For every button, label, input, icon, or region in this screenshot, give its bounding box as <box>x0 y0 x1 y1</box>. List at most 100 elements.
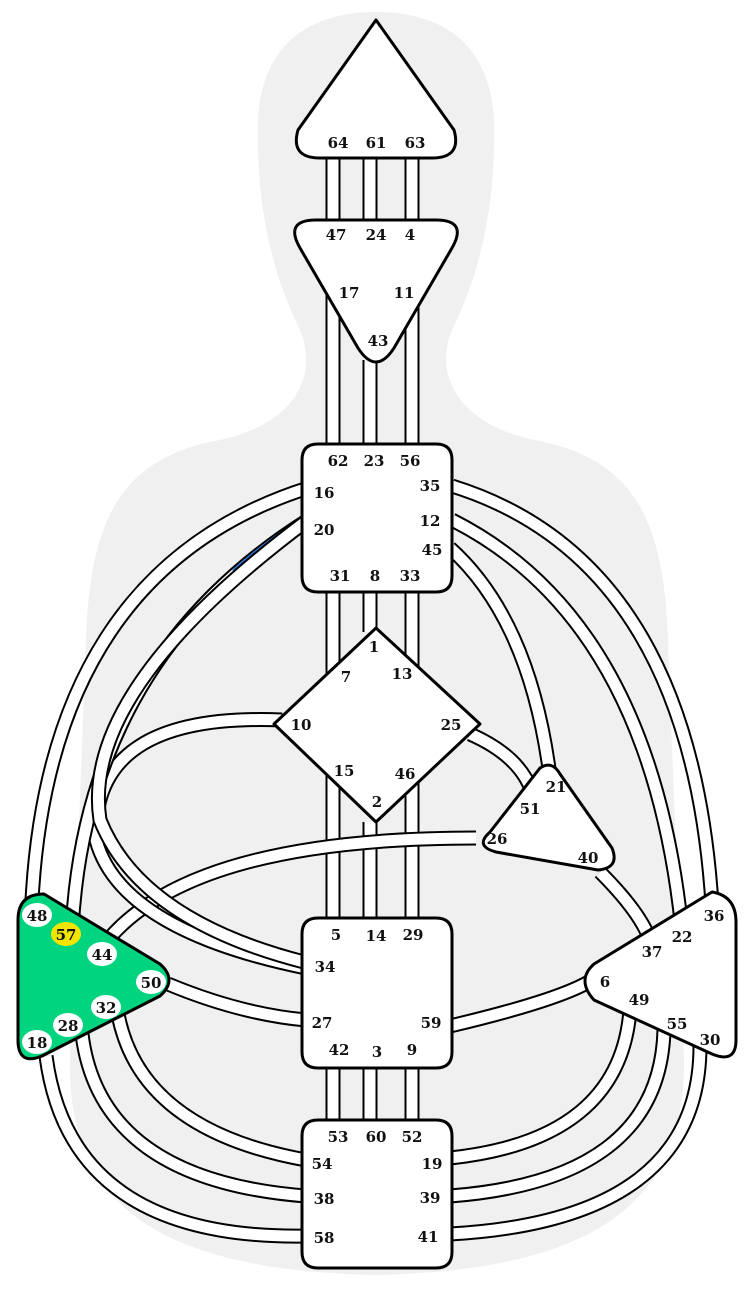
gate-7: 7 <box>341 668 351 686</box>
gate-49: 49 <box>629 991 650 1009</box>
channel-32-54 <box>110 1012 308 1168</box>
gate-24-label: 24 <box>366 226 387 244</box>
gate-2-label: 2 <box>372 793 382 811</box>
gate-3-label: 3 <box>372 1043 382 1061</box>
gate-12: 12 <box>420 512 441 530</box>
gate-3: 3 <box>372 1043 382 1061</box>
gate-26-label: 26 <box>487 830 508 848</box>
gate-62-label: 62 <box>328 452 349 470</box>
gate-8: 8 <box>370 567 380 585</box>
gate-6: 6 <box>600 973 610 991</box>
sacral-center <box>300 916 454 1070</box>
gate-15-label: 15 <box>334 762 355 780</box>
gate-28-label: 28 <box>58 1017 79 1035</box>
gate-29: 29 <box>403 926 424 944</box>
g-center <box>272 626 482 824</box>
gate-11: 11 <box>394 284 415 302</box>
gate-5-label: 5 <box>331 926 341 944</box>
gate-15: 15 <box>334 762 355 780</box>
gate-30: 30 <box>700 1031 721 1049</box>
gate-18-label: 18 <box>27 1034 48 1052</box>
gate-43: 43 <box>368 332 389 350</box>
gate-54-label: 54 <box>312 1155 333 1173</box>
gate-21-label: 21 <box>546 778 567 796</box>
gate-42-label: 42 <box>329 1041 350 1059</box>
gate-29-label: 29 <box>403 926 424 944</box>
gate-38-label: 38 <box>314 1190 335 1208</box>
gate-64-label: 64 <box>328 134 349 152</box>
gate-57: 57 <box>51 922 81 946</box>
solar-plexus-center <box>583 890 738 1059</box>
channel-28-38 <box>74 1033 307 1204</box>
gate-17-label: 17 <box>339 284 360 302</box>
gate-56-label: 56 <box>400 452 421 470</box>
gate-50-badge <box>136 970 166 994</box>
ajna-center <box>293 218 459 364</box>
gate-53: 53 <box>328 1128 349 1146</box>
gate-25: 25 <box>441 716 462 734</box>
gate-22: 22 <box>672 928 693 946</box>
gate-55-label: 55 <box>667 1015 688 1033</box>
gate-44-badge <box>87 942 117 966</box>
gate-32-badge <box>91 995 121 1019</box>
gate-48-label: 48 <box>27 907 48 925</box>
gate-63-label: 63 <box>405 134 426 152</box>
gate-47-label: 47 <box>326 226 347 244</box>
gate-13: 13 <box>392 665 413 683</box>
gate-33-label: 33 <box>400 567 421 585</box>
channel-45-21 <box>444 542 558 777</box>
gate-49-label: 49 <box>629 991 650 1009</box>
gate-37-label: 37 <box>642 943 663 961</box>
gate-46: 46 <box>395 765 416 783</box>
gate-33: 33 <box>400 567 421 585</box>
gate-26: 26 <box>487 830 508 848</box>
gate-40-label: 40 <box>578 849 599 867</box>
gate-48-badge <box>22 903 52 927</box>
gate-5: 5 <box>331 926 341 944</box>
gate-4-label: 4 <box>405 226 415 244</box>
gate-24: 24 <box>366 226 387 244</box>
channel-59-6 <box>448 973 596 1034</box>
channel-50-27 <box>165 977 307 1028</box>
gate-64: 64 <box>328 134 349 152</box>
gate-38: 38 <box>314 1190 335 1208</box>
gate-23: 23 <box>364 452 385 470</box>
gate-1-label: 1 <box>369 638 379 656</box>
channels-layer <box>24 158 720 1244</box>
gate-14: 14 <box>366 927 387 945</box>
gate-18: 18 <box>22 1030 52 1054</box>
gate-41-label: 41 <box>418 1228 439 1246</box>
gate-32-label: 32 <box>96 999 117 1017</box>
gate-2: 2 <box>372 793 382 811</box>
channel-26-44 <box>93 830 477 955</box>
channel-16-48 <box>24 480 311 901</box>
gate-45: 45 <box>422 541 443 559</box>
gate-8-label: 8 <box>370 567 380 585</box>
gate-11-label: 11 <box>394 284 415 302</box>
gate-7-label: 7 <box>341 668 351 686</box>
gate-54: 54 <box>312 1155 333 1173</box>
gate-59: 59 <box>421 1014 442 1032</box>
channel-55-39 <box>449 1029 672 1204</box>
gate-51-label: 51 <box>520 800 541 818</box>
gate-10: 10 <box>291 716 312 734</box>
throat-center <box>300 442 454 594</box>
gate-61-label: 61 <box>366 134 387 152</box>
gate-47: 47 <box>326 226 347 244</box>
gate-18-badge <box>22 1030 52 1054</box>
gate-20: 20 <box>314 521 335 539</box>
gate-51: 51 <box>520 800 541 818</box>
gate-52: 52 <box>402 1128 423 1146</box>
gate-60-label: 60 <box>366 1128 387 1146</box>
gate-35-label: 35 <box>420 477 441 495</box>
gate-62: 62 <box>328 452 349 470</box>
gate-46-label: 46 <box>395 765 416 783</box>
gate-21: 21 <box>546 778 567 796</box>
gate-58: 58 <box>314 1229 335 1247</box>
gate-27-label: 27 <box>312 1014 333 1032</box>
gate-28: 28 <box>53 1013 83 1037</box>
gate-16: 16 <box>314 484 335 502</box>
gate-39-label: 39 <box>420 1189 441 1207</box>
gate-41: 41 <box>418 1228 439 1246</box>
